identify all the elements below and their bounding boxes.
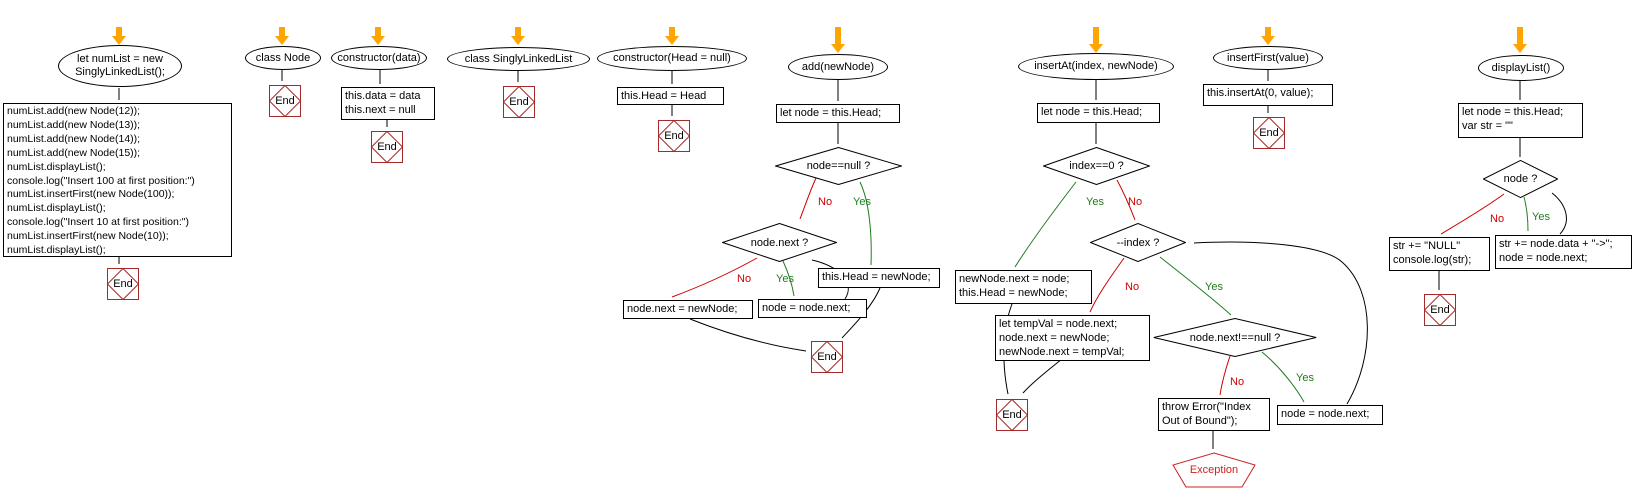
insertat-end-terminator: End bbox=[995, 398, 1029, 432]
insertat-cond-decrement-diamond: --index ? bbox=[1090, 223, 1186, 262]
branch-label-no: No bbox=[1125, 281, 1140, 293]
end-shape bbox=[657, 119, 691, 153]
start-arrows bbox=[112, 27, 1527, 53]
insertat-start-ellipse: insertAt(index, newNode) bbox=[1018, 53, 1174, 80]
constructor-data-end-terminator: End bbox=[370, 130, 404, 164]
diamond-shape bbox=[722, 223, 837, 262]
displaylist-cond-node-label: node ? bbox=[1503, 173, 1538, 185]
exception-shape bbox=[1172, 452, 1256, 488]
insertat-init-box: let node = this.Head; bbox=[1037, 103, 1160, 123]
end-shape bbox=[370, 130, 404, 164]
constructor-head-end-terminator: End bbox=[657, 119, 691, 153]
constructor-head-box: this.Head = Head bbox=[617, 87, 724, 105]
add-set-next-box: node.next = newNode; bbox=[623, 300, 753, 319]
insertat-cond-next-not-null-label: node.next!==null ? bbox=[1189, 331, 1281, 344]
diamond-shape bbox=[1483, 160, 1558, 198]
add-end-terminator: End bbox=[810, 340, 844, 374]
add-init-box: let node = this.Head; bbox=[776, 104, 900, 123]
end-label: End bbox=[113, 278, 133, 290]
black-connectors bbox=[118, 70, 1567, 449]
end-label: End bbox=[817, 351, 837, 363]
insertat-cond-index-zero-diamond: index==0 ? bbox=[1043, 147, 1150, 185]
end-label: End bbox=[509, 96, 529, 108]
end-shape bbox=[995, 398, 1029, 432]
exception-node: Exception bbox=[1172, 452, 1256, 488]
end-label: End bbox=[1002, 409, 1022, 421]
end-label: End bbox=[1259, 127, 1279, 139]
add-set-head-box: this.Head = newNode; bbox=[818, 268, 940, 288]
end-label: End bbox=[664, 130, 684, 142]
insertat-throw-error-box: throw Error("Index Out of Bound"); bbox=[1158, 398, 1270, 431]
insertat-cond-next-not-null-diamond: node.next!==null ? bbox=[1153, 318, 1317, 357]
add-advance-box: node = node.next; bbox=[758, 299, 867, 318]
insertfirst-end-terminator: End bbox=[1252, 116, 1286, 150]
insertfirst-body-box: this.insertAt(0, value); bbox=[1203, 84, 1333, 106]
branch-label-no: No bbox=[818, 196, 833, 208]
insertfirst-start-ellipse: insertFirst(value) bbox=[1213, 46, 1323, 70]
displaylist-start-ellipse: displayList() bbox=[1478, 55, 1564, 81]
diamond-shape bbox=[1043, 147, 1150, 185]
insertat-cond-index-zero-label: index==0 ? bbox=[1069, 160, 1124, 172]
branch-label-no: No bbox=[1230, 376, 1245, 388]
add-start-ellipse: add(newNode) bbox=[788, 54, 888, 80]
branch-label-no: No bbox=[1490, 213, 1505, 225]
branch-label-no: No bbox=[1128, 196, 1143, 208]
yes-connectors bbox=[782, 181, 1529, 403]
end-shape bbox=[1252, 116, 1286, 150]
end-shape bbox=[810, 340, 844, 374]
displaylist-init-box: let node = this.Head; var str = "" bbox=[1458, 103, 1583, 138]
insertat-advance-box: node = node.next; bbox=[1277, 405, 1383, 425]
main-end-terminator: End bbox=[106, 267, 140, 301]
displaylist-null-branch-box: str += "NULL" console.log(str); bbox=[1389, 237, 1490, 271]
diamond-shape bbox=[1153, 318, 1317, 357]
end-label: End bbox=[275, 95, 295, 107]
branch-label-yes: Yes bbox=[1532, 211, 1550, 223]
branch-label-yes: Yes bbox=[1086, 196, 1104, 208]
class-node-ellipse: class Node bbox=[245, 46, 321, 70]
constructor-data-ellipse: constructor(data) bbox=[331, 46, 427, 70]
displaylist-end-terminator: End bbox=[1423, 293, 1457, 327]
diamond-shape bbox=[775, 147, 902, 185]
main-code-box: numList.add(new Node(12)); numList.add(n… bbox=[3, 103, 232, 257]
add-cond-node-null-label: node==null ? bbox=[806, 160, 871, 172]
insertat-cond-decrement-label: --index ? bbox=[1116, 236, 1160, 249]
add-cond-node-next-diamond: node.next ? bbox=[722, 223, 837, 262]
branch-label-yes: Yes bbox=[776, 273, 794, 285]
add-cond-node-null-diamond: node==null ? bbox=[775, 147, 902, 185]
branch-label-yes: Yes bbox=[1296, 372, 1314, 384]
diamond-shape bbox=[1090, 223, 1186, 262]
end-shape bbox=[1423, 293, 1457, 327]
constructor-data-box: this.data = data this.next = null bbox=[341, 87, 435, 120]
add-cond-node-next-label: node.next ? bbox=[750, 236, 809, 249]
class-singlylinkedlist-end-terminator: End bbox=[502, 85, 536, 119]
insertat-insert-middle-box: let tempVal = node.next; node.next = new… bbox=[995, 315, 1150, 361]
insertat-insert-head-box: newNode.next = node; this.Head = newNode… bbox=[955, 270, 1092, 304]
branch-label-yes: Yes bbox=[853, 196, 871, 208]
displaylist-cond-node-diamond: node ? bbox=[1483, 160, 1558, 198]
branch-label-yes: Yes bbox=[1205, 281, 1223, 293]
exception-label: Exception bbox=[1189, 464, 1239, 476]
no-connectors bbox=[671, 177, 1505, 396]
end-label: End bbox=[377, 141, 397, 153]
displaylist-loop-branch-box: str += node.data + "->"; node = node.nex… bbox=[1495, 235, 1632, 269]
constructor-head-ellipse: constructor(Head = null) bbox=[597, 46, 747, 71]
main-start-ellipse: let numList = new SinglyLinkedList(); bbox=[58, 45, 182, 87]
branch-label-no: No bbox=[737, 273, 752, 285]
class-node-end-terminator: End bbox=[268, 84, 302, 118]
end-shape bbox=[502, 85, 536, 119]
end-shape bbox=[106, 267, 140, 301]
end-shape bbox=[268, 84, 302, 118]
class-singlylinkedlist-ellipse: class SinglyLinkedList bbox=[447, 47, 590, 71]
end-label: End bbox=[1430, 304, 1450, 316]
